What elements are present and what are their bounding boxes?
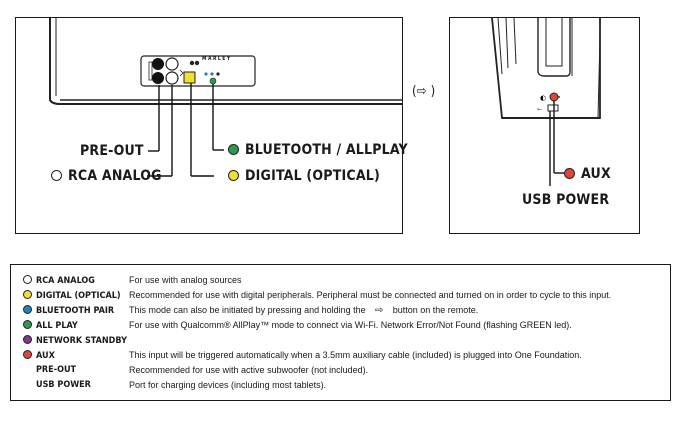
bluetooth-button (209, 77, 217, 85)
usb-port (547, 104, 559, 112)
callout-rca-analog: RCA ANALOG (51, 168, 162, 184)
legend-row-network-standby: NETWORK STANDBY (11, 335, 670, 349)
legend-row-bluetooth-pair: BLUETOOTH PAIR This mode can also be ini… (11, 305, 670, 319)
legend-rca-dot-icon (23, 275, 32, 284)
allplay-dot-icon (228, 144, 239, 155)
pre-out-jack-bottom (152, 72, 164, 84)
aux-port (549, 92, 559, 102)
legend-row-usb-power: USB POWER Port for charging devices (inc… (36, 380, 327, 390)
source-arrow-icon: ⇨ (374, 305, 384, 316)
legend-allplay-dot-icon (23, 320, 32, 329)
legend-desc: Recommended for use with digital periphe… (129, 290, 612, 300)
legend-row-digital-optical: DIGITAL (OPTICAL) Recommended for use wi… (11, 290, 670, 304)
legend-desc: For use with analog sources (129, 275, 242, 285)
legend-digital-dot-icon (23, 290, 32, 299)
legend-row-all-play: ALL PLAY For use with Qualcomm® AllPlay™… (11, 320, 670, 334)
pre-out-jack-top (152, 58, 164, 70)
rca-jack-bottom (165, 71, 179, 85)
legend-desc: This mode can also be initiated by press… (129, 305, 479, 316)
side-view-illustration: ◐ ⇽ (491, 18, 601, 186)
rca-analog-dot-icon (51, 170, 62, 181)
rear-view-panel: MARLEY PRE-OUT RCA ANALOG BLUETOOTH / AL… (15, 17, 408, 234)
legend-aux-dot-icon (23, 350, 32, 359)
legend-table: RCA ANALOG For use with analog sources D… (10, 264, 671, 401)
callout-usb-power: USB POWER (522, 192, 610, 208)
brand-label: MARLEY (202, 56, 232, 62)
legend-desc: Port for charging devices (including mos… (129, 380, 327, 390)
callout-digital-optical: DIGITAL (OPTICAL) (228, 168, 380, 184)
callout-bluetooth-allplay: BLUETOOTH / ALLPLAY (228, 142, 408, 158)
svg-text:◐: ◐ (540, 94, 546, 102)
view-arrow: (⇨ ) (412, 84, 436, 99)
callout-aux: AUX (564, 166, 611, 182)
rear-view-illustration (49, 18, 402, 177)
legend-bluetooth-dot-icon (23, 305, 32, 314)
svg-text:⇽: ⇽ (537, 106, 542, 113)
rca-jack-top (165, 57, 179, 71)
legend-row-aux: AUX This input will be triggered automat… (11, 350, 670, 364)
legend-desc: This input will be triggered automatical… (129, 350, 582, 360)
legend-desc: Recommended for use with active subwoofe… (129, 365, 369, 375)
optical-port (183, 71, 196, 84)
aux-dot-icon (564, 168, 575, 179)
legend-network-dot-icon (23, 335, 32, 344)
side-view-panel: ◐ ⇽ AUX USB POWER (449, 17, 640, 234)
digital-optical-dot-icon (228, 170, 239, 181)
legend-row-pre-out: PRE-OUT Recommended for use with active … (36, 365, 369, 375)
legend-desc: For use with Qualcomm® AllPlay™ mode to … (129, 320, 572, 330)
legend-row-rca-analog: RCA ANALOG For use with analog sources (11, 275, 670, 289)
callout-pre-out: PRE-OUT (80, 143, 144, 159)
